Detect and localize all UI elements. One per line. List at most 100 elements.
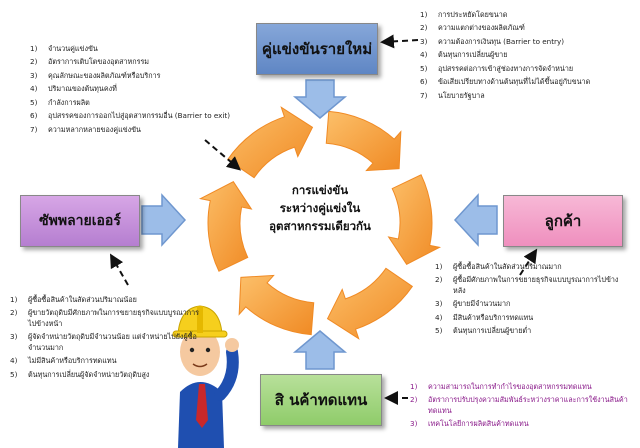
list-item: 7) นโยบายรัฐบาล [420, 91, 620, 101]
list-item: 6) อุปสรรคของการออกไปสู่อุตสาหกรรมอื่น (B… [30, 111, 260, 121]
list-item: 1) จำนวนคู่แข่งขัน [30, 44, 260, 54]
pointer-arrow-customers [519, 248, 538, 276]
list-item: 4) ปริมาณของต้นทุนคงที่ [30, 84, 260, 94]
cycle-arrow-segment [325, 110, 402, 172]
list-item-text: อุปสรรคต่อการเข้าสู่ช่องทางการจัดจำหน่าย [438, 63, 574, 73]
list-item-number: 2) [420, 23, 428, 33]
list-item-number: 2) [410, 395, 418, 405]
cycle-ring [198, 106, 442, 340]
list-item: 1) ผู้ซื้อซื้อสินค้าในสัดส่วนปริมาณน้อย [10, 295, 205, 305]
pointer-arrow-left-list [204, 139, 242, 171]
list-item-number: 7) [420, 90, 428, 100]
list-item: 3) คุณลักษณะของผลิตภัณฑ์หรือบริการ [30, 71, 260, 81]
suppliers-box: ซัพพลายเออร์ [20, 195, 140, 247]
list-item-text: มีสินค้าหรือบริการทดแทน [453, 312, 534, 322]
list-item-number: 2) [10, 308, 18, 318]
list-item-text: คุณลักษณะของผลิตภัณฑ์หรือบริการ [48, 70, 161, 80]
list-item-text: ต้นทุนการเปลี่ยนผู้ขาย [438, 50, 508, 60]
list-item: 3)ผู้จัดจำหน่ายวัตถุดิบมีจำนวนน้อย แต่จำ… [10, 332, 205, 353]
list-item-text: ผู้ซื้อมีศักยภาพในการขยายธุรกิจแบบบูรณาก… [453, 275, 619, 295]
list-item: 2) อัตราการเติบโตของอุตสาหกรรม [30, 57, 260, 67]
list-item: 3)ความต้องการเงินทุน (Barrier to entry) [420, 37, 620, 47]
cycle-arrow-segment [238, 274, 315, 336]
list-item: 5) อุปสรรคต่อการเข้าสู่ช่องทางการจัดจำหน่… [420, 64, 620, 74]
list-item-number: 5) [30, 97, 38, 107]
center-label-line-3: อุตสาหกรรมเดียวกัน [269, 218, 371, 233]
list-item-text: ไม่มีสินค้าหรือบริการทดแทน [28, 356, 117, 366]
list-item: 2) ความแตกต่างของผลิตภัณฑ์ [420, 23, 620, 33]
customers-box: ลูกค้า [503, 195, 623, 247]
list-item: 2) ผู้ขายวัตถุดิบมีศักยภาพในการขยายธุรกิจ… [10, 308, 205, 329]
list-item-number: 2) [30, 57, 38, 67]
list-item: 4) มีสินค้าหรือบริการทดแทน [435, 313, 625, 323]
list-item-text: นโยบายรัฐบาล [438, 90, 485, 100]
substitutes-box: สิ นค้าทดแทน [260, 374, 382, 426]
entry-barriers-list: 1)การประหยัดโดยขนาด 2) ความแตกต่างของผลิต… [420, 10, 620, 104]
cycle-arrow-segment [198, 181, 253, 272]
suppliers-label: ซัพพลายเออร์ [39, 213, 121, 229]
list-item: 1) ความสามารถในการทำกำไรของอุตสาหกรรมทดแท… [410, 382, 640, 392]
list-item-number: 1) [410, 382, 418, 391]
list-item-number: 6) [420, 77, 428, 87]
list-item-number: 3) [30, 70, 38, 80]
list-item-number: 4) [30, 84, 38, 94]
list-item-text: อุปสรรคของการออกไปสู่อุตสาหกรรมอื่น (Bar… [48, 111, 231, 121]
list-item-text: ผู้จัดจำหน่ายวัตถุดิบมีจำนวนน้อย แต่จำหน… [28, 332, 197, 352]
list-item-number: 3) [410, 419, 418, 429]
list-item-number: 5) [420, 63, 428, 73]
list-item: 3) ผู้ขายมีจำนวนมาก [435, 299, 625, 309]
list-item-text: เทคโนโลยีการผลิตสินค้าทดแทน [428, 419, 529, 429]
substitute-threat-list: 1) ความสามารถในการทำกำไรของอุตสาหกรรมทดแท… [410, 382, 640, 433]
list-item-number: 1) [435, 262, 443, 271]
list-item-number: 3) [435, 299, 443, 309]
list-item: 1)การประหยัดโดยขนาด [420, 10, 620, 20]
list-item-text: ความสามารถในการทำกำไรของอุตสาหกรรมทดแทน [428, 382, 592, 391]
center-label: การแข่งขัน ระหว่างคู่แข่งใน อุตสาหกรรมเด… [260, 182, 380, 235]
list-item-text: ผู้ขายวัตถุดิบมีศักยภาพในการขยายธุรกิจแบ… [28, 308, 200, 328]
substitutes-label: สิ นค้าทดแทน [274, 391, 368, 409]
list-item-number: 1) [420, 10, 428, 19]
list-item: 6)ข้อเสียเปรียบทางด้านต้นทุนที่ไม่ได้ขึ้… [420, 77, 620, 87]
list-item: 7)ความหลากหลายของคู่แข่งขัน [30, 125, 260, 135]
supplier-power-list: 1) ผู้ซื้อซื้อสินค้าในสัดส่วนปริมาณน้อย 2… [10, 295, 205, 383]
list-item-number: 5) [435, 326, 443, 336]
pointer-arrow-new-entrants [380, 34, 419, 49]
list-item-number: 1) [10, 295, 18, 304]
block-arrow-right [453, 193, 498, 247]
list-item-number: 3) [420, 36, 428, 46]
list-item-number: 4) [420, 50, 428, 60]
list-item: 2) ผู้ซื้อมีศักยภาพในการขยายธุรกิจแบบบูรณ… [435, 275, 625, 296]
list-item-number: 1) [30, 44, 38, 53]
list-item: 5) ต้นทุนการเปลี่ยนผู้ขายต่ำ [435, 326, 625, 336]
worker-figure [172, 305, 239, 448]
rivalry-factors-list: 1) จำนวนคู่แข่งขัน 2) อัตราการเติบโตของอุต… [30, 44, 260, 138]
list-item: 4) ต้นทุนการเปลี่ยนผู้ขาย [420, 50, 620, 60]
block-arrow-top [292, 79, 348, 119]
list-item-text: กำลังการผลิต [48, 97, 90, 107]
list-item: 1)ผู้ซื้อซื้อสินค้าในสัดส่วนปริมาณมาก [435, 262, 625, 272]
list-item-text: อัตราการเติบโตของอุตสาหกรรม [48, 57, 150, 67]
list-item-text: ความแตกต่างของผลิตภัณฑ์ [438, 23, 525, 33]
list-item-number: 6) [30, 111, 38, 121]
list-item-number: 5) [10, 369, 18, 379]
list-item-text: ต้นทุนการเปลี่ยนผู้ขายต่ำ [453, 326, 532, 336]
list-item-text: จำนวนคู่แข่งขัน [48, 44, 98, 53]
pointer-arrow-suppliers [110, 253, 129, 286]
list-item-text: ต้นทุนการเปลี่ยนผู้จัดจำหน่ายวัตถุดิบสูง [28, 369, 150, 379]
list-item: 5) ต้นทุนการเปลี่ยนผู้จัดจำหน่ายวัตถุดิบส… [10, 370, 205, 380]
list-item-number: 7) [30, 124, 38, 134]
block-arrow-bottom [292, 330, 348, 370]
list-item-text: ผู้ขายมีจำนวนมาก [453, 299, 511, 309]
list-item-number: 2) [435, 275, 443, 285]
customers-label: ลูกค้า [544, 212, 582, 230]
list-item-text: ผู้ซื้อซื้อสินค้าในสัดส่วนปริมาณน้อย [28, 295, 137, 304]
list-item-number: 4) [10, 356, 18, 366]
cycle-arrow-segment [227, 106, 314, 179]
list-item: 3) เทคโนโลยีการผลิตสินค้าทดแทน [410, 419, 640, 429]
list-item-text: อัตราการปรับปรุงความสัมพันธ์ระหว่างราคาแ… [428, 395, 628, 415]
list-item-number: 4) [435, 312, 443, 322]
center-label-line-1: การแข่งขัน [291, 183, 349, 197]
list-item: 5) กำลังการผลิต [30, 98, 260, 108]
list-item-text: ปริมาณของต้นทุนคงที่ [48, 84, 117, 94]
buyer-power-list: 1)ผู้ซื้อซื้อสินค้าในสัดส่วนปริมาณมาก 2)… [435, 262, 625, 340]
